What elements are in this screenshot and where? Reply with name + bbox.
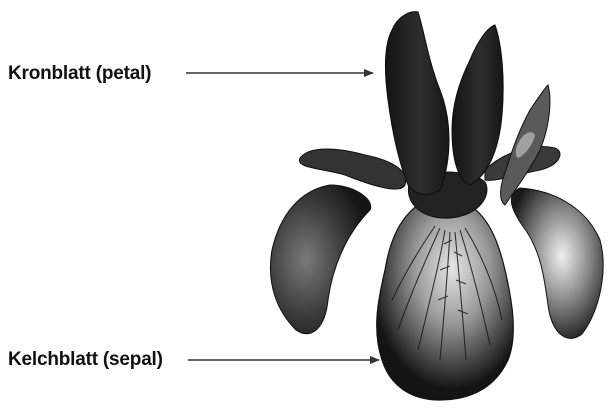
iris-flower (270, 12, 603, 400)
left-sepal (270, 185, 370, 334)
petal-label: Kronblatt (petal) (8, 64, 151, 83)
right-sepal (511, 188, 603, 338)
sepal-label: Kelchblatt (sepal) (8, 350, 163, 369)
left-style-arm (299, 149, 405, 189)
